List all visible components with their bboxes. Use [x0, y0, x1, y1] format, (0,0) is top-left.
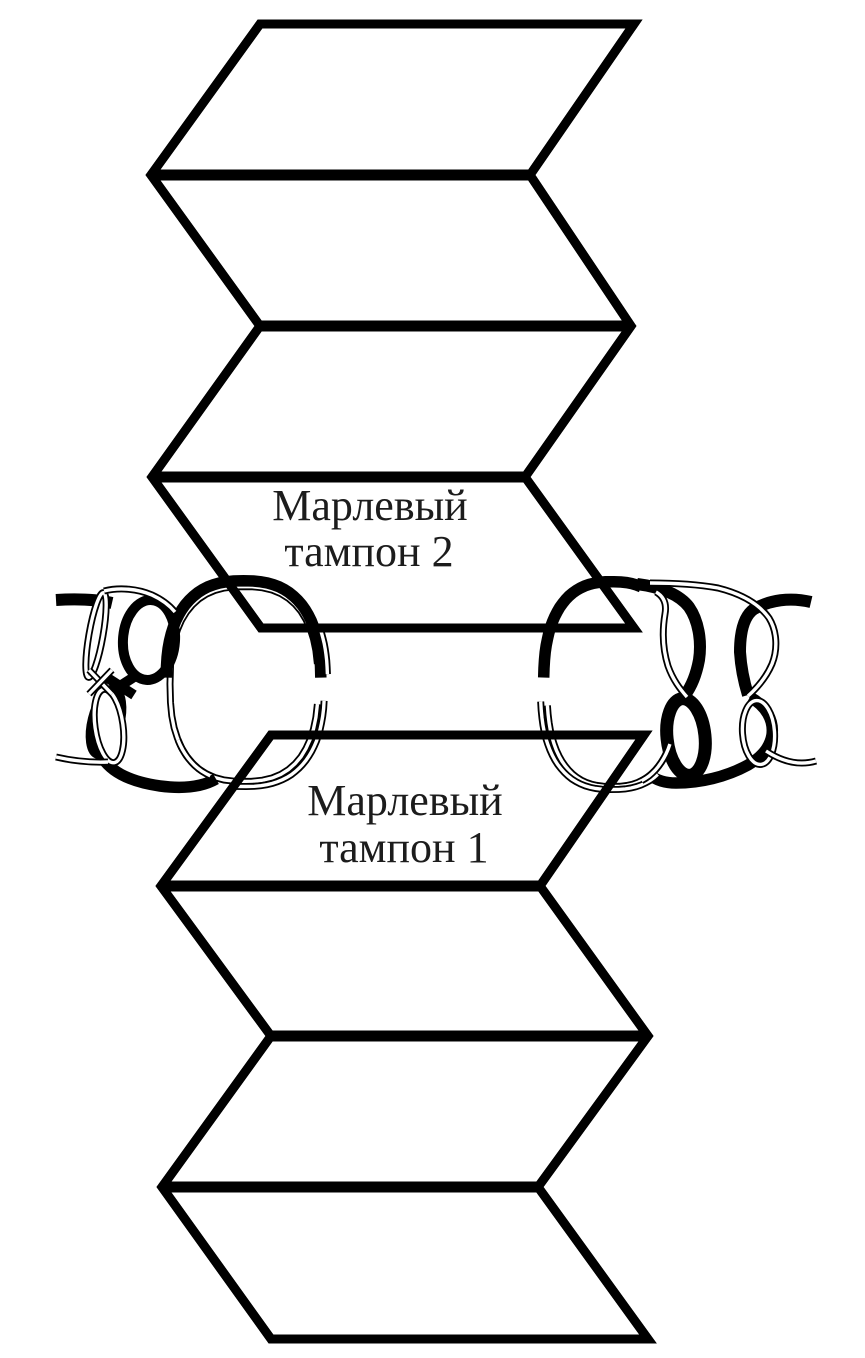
svg-text:Марлевый: Марлевый: [307, 776, 502, 825]
svg-text:тампон 1: тампон 1: [319, 823, 488, 872]
svg-text:тампон 2: тампон 2: [284, 527, 453, 576]
svg-text:Марлевый: Марлевый: [272, 481, 467, 530]
